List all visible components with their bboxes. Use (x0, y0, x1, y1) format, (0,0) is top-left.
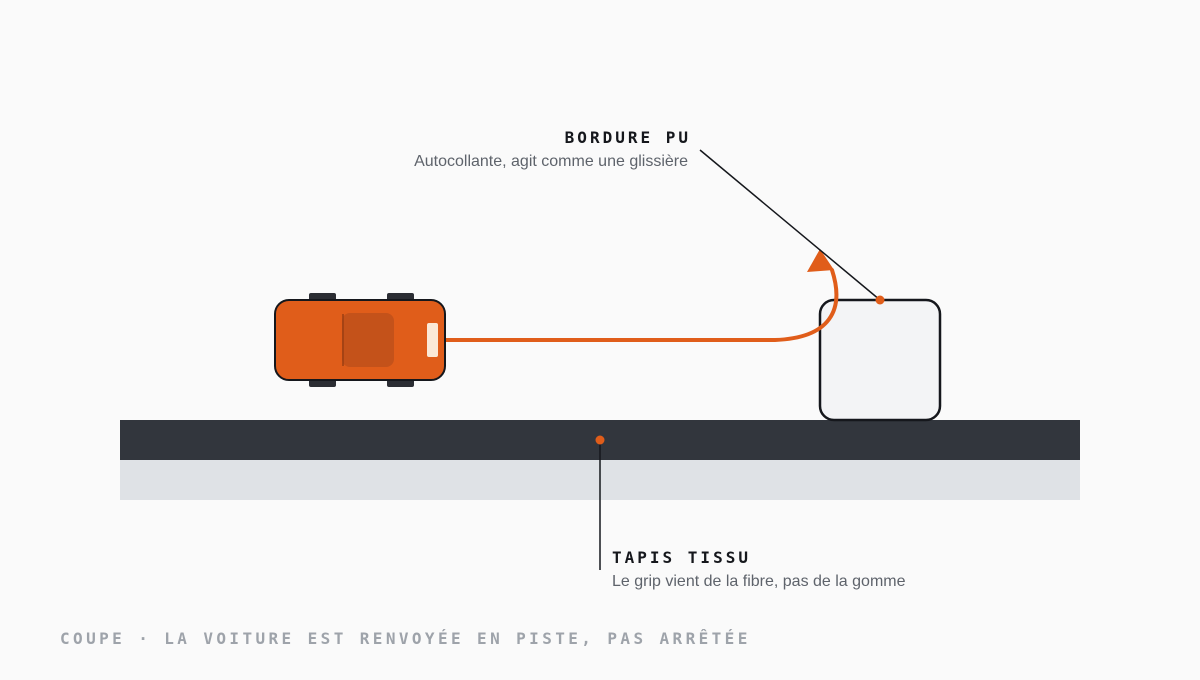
curb-block (818, 298, 942, 422)
carpet-label-subtitle: Le grip vient de la fibre, pas de la gom… (612, 573, 906, 590)
diagram-caption: COUPE · LA VOITURE EST RENVOYÉE EN PISTE… (60, 629, 751, 648)
curb-leader-line (699, 149, 881, 301)
car-cockpit (342, 313, 394, 367)
car-top-view (274, 293, 446, 387)
curb-label-title: BORDURE PU (564, 128, 691, 147)
carpet-label-title: TAPIS TISSU (612, 548, 751, 567)
car-headlight (427, 323, 438, 357)
curb-leader-dot (875, 295, 885, 305)
deflection-trajectory (443, 268, 839, 342)
curb-label-subtitle: Autocollante, agit comme une glissière (414, 153, 688, 170)
carpet-leader-dot (595, 435, 605, 445)
trajectory-arrowhead (807, 249, 834, 272)
